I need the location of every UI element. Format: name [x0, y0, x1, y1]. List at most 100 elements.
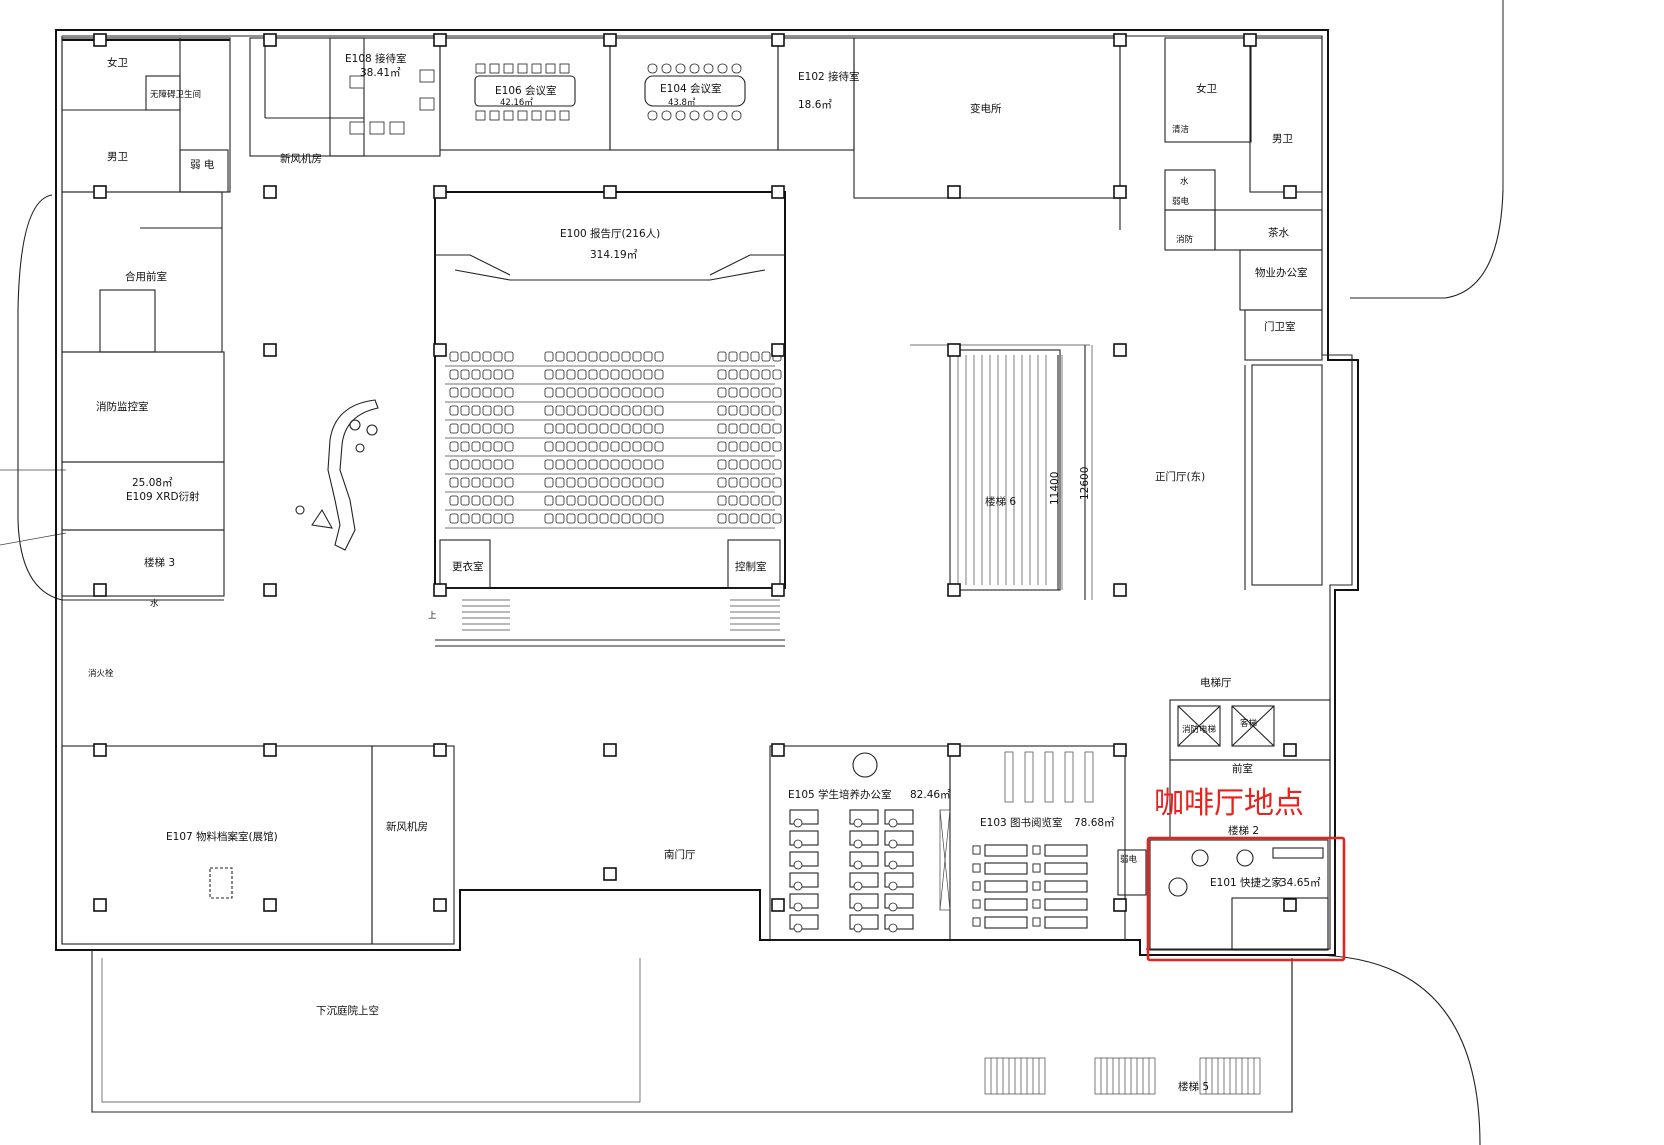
library-tables — [972, 844, 1088, 929]
auditorium-seats — [445, 351, 782, 529]
room-e105-area: 82.46㎡ — [910, 789, 951, 801]
dimension-11400: 11400 — [1049, 472, 1061, 505]
room-e105: E105 学生培养办公室 — [788, 788, 892, 801]
conference-chairs — [349, 63, 742, 135]
room-weak-electric-2: 弱电 — [1172, 196, 1190, 207]
column — [771, 583, 785, 597]
room-e103-area: 78.68㎡ — [1074, 817, 1115, 829]
room-combined-front: 合用前室 — [125, 270, 167, 283]
column — [263, 583, 277, 597]
column — [263, 743, 277, 757]
column — [771, 743, 785, 757]
lobby-sculpture — [327, 399, 379, 551]
room-e109: E109 XRD衍射 — [126, 490, 200, 503]
room-e104-area: 43.8㎡ — [668, 98, 696, 108]
column — [603, 867, 617, 881]
room-e102-area: 18.6㎡ — [798, 99, 832, 111]
column — [947, 343, 961, 357]
room-e102: E102 接待室 — [798, 70, 860, 83]
column — [1113, 583, 1127, 597]
column — [263, 898, 277, 912]
room-women-toilet-2: 女卫 — [1196, 82, 1217, 95]
room-e104: E104 会议室 — [660, 82, 722, 95]
cafe-location-annotation: 咖啡厅地点 — [1154, 786, 1304, 821]
column — [433, 185, 447, 199]
room-tea: 茶水 — [1268, 226, 1290, 239]
room-east-entrance: 正门厅(东) — [1155, 470, 1205, 483]
office-desks — [789, 809, 914, 933]
column — [433, 33, 447, 47]
room-dressing: 更衣室 — [452, 560, 484, 573]
room-e100: E100 报告厅(216人) — [560, 227, 660, 240]
room-stair-2: 楼梯 2 — [1228, 824, 1259, 837]
room-sunken-courtyard: 下沉庭院上空 — [316, 1004, 379, 1017]
room-e100-area: 314.19㎡ — [590, 249, 638, 261]
column — [771, 898, 785, 912]
room-south-entrance: 南门厅 — [664, 848, 696, 861]
room-fire-elevator: 消防电梯 — [1182, 724, 1217, 735]
structural-columns — [93, 33, 1297, 912]
room-water-3: 水 — [150, 598, 159, 609]
room-labels: 女卫 男卫 无障碍卫生间 弱 电 新风机房 E108 接待室 38.41㎡ E1… — [88, 52, 1321, 1093]
room-stair-3: 楼梯 3 — [144, 556, 175, 569]
column — [1113, 743, 1127, 757]
room-stair-6: 楼梯 6 — [985, 495, 1016, 508]
room-control: 控制室 — [735, 560, 767, 573]
room-cleaning: 清洁 — [1172, 124, 1190, 135]
column — [603, 185, 617, 199]
room-fire-pump: 消防 — [1176, 234, 1194, 245]
room-weak-electric-1: 弱 电 — [190, 158, 215, 171]
sunken-courtyard — [91, 950, 1293, 1113]
room-e109-area: 25.08㎡ — [132, 477, 173, 489]
site-curve-left — [17, 194, 63, 601]
column — [93, 583, 107, 597]
column — [947, 743, 961, 757]
room-water-1: 水 — [1180, 176, 1189, 187]
column — [1283, 743, 1297, 757]
column — [603, 33, 617, 47]
column — [433, 898, 447, 912]
column — [93, 898, 107, 912]
room-e108: E108 接待室 — [345, 52, 407, 65]
column — [771, 33, 785, 47]
column — [947, 583, 961, 597]
room-property-office: 物业办公室 — [1255, 266, 1308, 279]
room-e107: E107 物料档案室(展馆) — [166, 830, 278, 843]
column — [433, 583, 447, 597]
column — [263, 185, 277, 199]
column — [1243, 33, 1257, 47]
room-women-toilet-1: 女卫 — [107, 56, 128, 69]
site-curve-bottom-right — [1309, 954, 1481, 1145]
column — [1113, 185, 1127, 199]
column — [771, 185, 785, 199]
column — [947, 185, 961, 199]
column — [263, 33, 277, 47]
room-elevator-hall: 电梯厅 — [1200, 676, 1232, 689]
site-curve-right — [1350, 0, 1504, 299]
dimension-12600: 12600 — [1079, 467, 1091, 500]
column — [1113, 343, 1127, 357]
room-guard: 门卫室 — [1264, 320, 1296, 333]
cafe-highlight-box — [1146, 836, 1346, 962]
room-e108-area: 38.41㎡ — [360, 67, 401, 79]
column — [1113, 898, 1127, 912]
column — [93, 185, 107, 199]
column — [93, 33, 107, 47]
column — [433, 343, 447, 357]
room-men-toilet-2: 男卫 — [1272, 133, 1293, 145]
column — [771, 343, 785, 357]
column — [1283, 898, 1297, 912]
room-accessible-toilet: 无障碍卫生间 — [150, 89, 201, 100]
room-passenger-elevator: 客梯 — [1240, 718, 1258, 729]
room-stair-5: 楼梯 5 — [1178, 1080, 1209, 1093]
room-hydrant: 消火栓 — [88, 668, 114, 679]
stair-6 — [910, 344, 1090, 600]
column — [603, 743, 617, 757]
room-e101-area: 34.65㎡ — [1280, 877, 1321, 889]
room-fire-control: 消防监控室 — [96, 400, 149, 413]
label-up: 上 — [428, 611, 437, 621]
room-e101: E101 快捷之家 — [1210, 876, 1283, 889]
room-e106: E106 会议室 — [495, 84, 557, 97]
column — [93, 743, 107, 757]
